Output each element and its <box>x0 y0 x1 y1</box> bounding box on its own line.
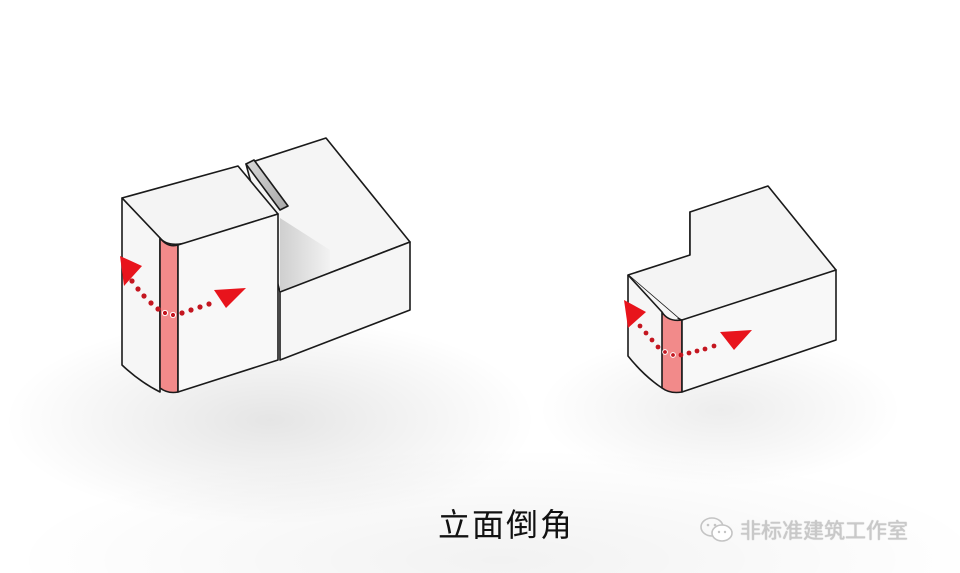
right-block <box>627 185 837 394</box>
watermark: 非标准建筑工作室 <box>700 515 908 545</box>
watermark-text: 非标准建筑工作室 <box>740 519 908 543</box>
left-rotation-arrow <box>120 256 246 319</box>
arrow-head-right-icon <box>720 330 752 350</box>
diagram-caption: 立面倒角 <box>438 506 575 544</box>
wechat-icon <box>700 517 733 542</box>
right-rotation-arrow <box>624 300 752 358</box>
arrow-head-up-left-icon <box>624 300 646 328</box>
arrow-head-right-icon <box>214 288 246 308</box>
arrow-head-up-left-icon <box>120 256 142 286</box>
left-block <box>121 137 411 394</box>
